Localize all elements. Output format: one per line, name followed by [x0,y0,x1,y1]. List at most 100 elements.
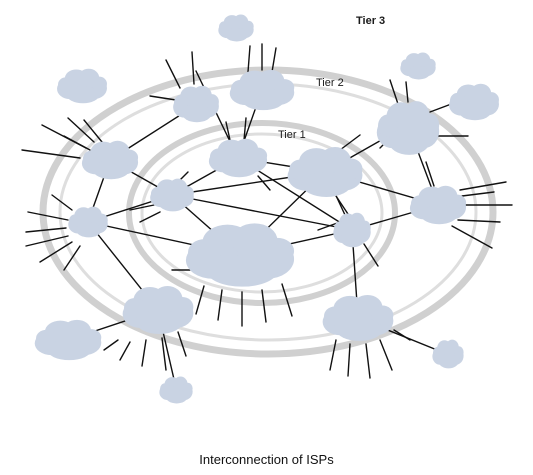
link-stub [393,329,411,341]
link-stub [257,175,271,191]
link-stub [281,283,293,317]
isp-cloud-tier3-right-small [400,52,436,80]
link-stub [389,79,399,105]
link-stub [347,343,351,377]
link-stub [179,171,189,181]
cloud-puff [188,239,222,266]
link-stub [271,47,277,73]
cloud-puff [324,306,346,326]
link-stub [335,195,349,215]
link-stub [425,161,435,187]
link [171,194,353,231]
link-stub [195,285,205,315]
link-stub [141,339,147,367]
cloud-puff [180,186,194,200]
cloud-puff [92,160,130,180]
link-stub [21,149,81,159]
link-stub [63,245,81,271]
cloud-puff [388,128,430,155]
link-stub [329,339,337,371]
link-stub [261,289,267,323]
isp-cloud-tier1-center [185,223,295,287]
cloud-puff [301,172,351,197]
cloud-puff [136,310,183,334]
figure-caption: Interconnection of ISPs [199,452,334,467]
cloud-puff [225,28,249,42]
isp-cloud-tier2-bottom-left [122,286,194,334]
cloud-puff [95,213,108,227]
isp-cloud-tier2-right-lower [409,185,467,225]
cloud-puff [80,329,102,346]
cloud-puff [47,340,92,361]
isp-cloud-tier1-right-lower [333,212,371,248]
cloud-puff [249,147,268,164]
isp-cloud-tier3-right-top [449,83,499,121]
isp-cloud-tier2-left-lower [68,206,108,238]
cloud-puff [158,195,188,212]
cloud-puff [69,214,82,228]
cloud-puff [66,86,100,104]
link-stub [25,227,67,233]
link-stub [457,219,501,223]
isp-cloud-tier2-top [229,69,295,111]
cloud-puff [91,76,107,92]
cloud-puff [171,297,194,317]
link-stub [165,59,181,89]
cloud-puff [160,383,171,395]
cloud-puff [289,159,313,181]
isp-network-svg: Tier 3 Tier 2 Tier 1 [21,14,513,404]
cloud-puff [411,195,429,212]
cloud-puff [210,148,228,165]
cloud-puff [204,94,219,110]
link-stub [365,343,371,379]
cloud-puff [454,346,464,359]
link-stub [461,191,495,197]
isp-cloud-tier3-bottom [159,376,193,404]
cloud-puff [219,21,230,33]
isp-cloud-top-small [218,14,254,42]
tier1-ring-outer [126,120,398,306]
link-stub [129,204,155,211]
cloud-puff [124,298,146,318]
link-stub [27,211,69,221]
link-stub [243,117,247,141]
link-stub [25,235,69,247]
cloud-puff [120,149,139,166]
cloud-puff [242,90,285,111]
link-stub [63,135,91,151]
isp-cloud-tier1-left [150,178,194,212]
cloud-puff [483,92,499,108]
isp-cloud-tier3-left-top [57,68,107,104]
isp-cloud-tier2-left [81,140,139,180]
isp-cloud-tier1-right [287,147,363,197]
isp-cloud-tier3-bottom-left [34,319,102,361]
cloud-puff [220,158,259,178]
link-stub [217,289,223,321]
cloud-puff [448,194,467,211]
cloud-puff [334,221,346,236]
cloud-puff [438,354,459,369]
cloud-puff [340,230,365,248]
link-stub [363,243,379,267]
cloud-puff [450,92,466,109]
cloud-puff [401,59,412,71]
cloud-puff [407,66,431,80]
link-stub [459,181,507,191]
link-stub [225,121,231,141]
cloud-puff [181,104,212,123]
cloud-puff [182,382,193,394]
link-stub [139,211,161,223]
cloud-puff [371,305,394,325]
link-stub [149,95,177,101]
cloud-puff [165,390,188,404]
isp-cloud-tier1-top [208,138,268,178]
link-stub [177,331,187,357]
tier2-ring-outer [39,66,497,358]
cloud-puff [260,237,295,265]
cloud-puff [420,113,440,136]
cloud-puff [206,255,278,287]
isp-cloud-tier2-right [376,101,440,155]
cloud-puff [83,150,101,167]
isp-cloud-tier2-top-left [173,85,219,123]
